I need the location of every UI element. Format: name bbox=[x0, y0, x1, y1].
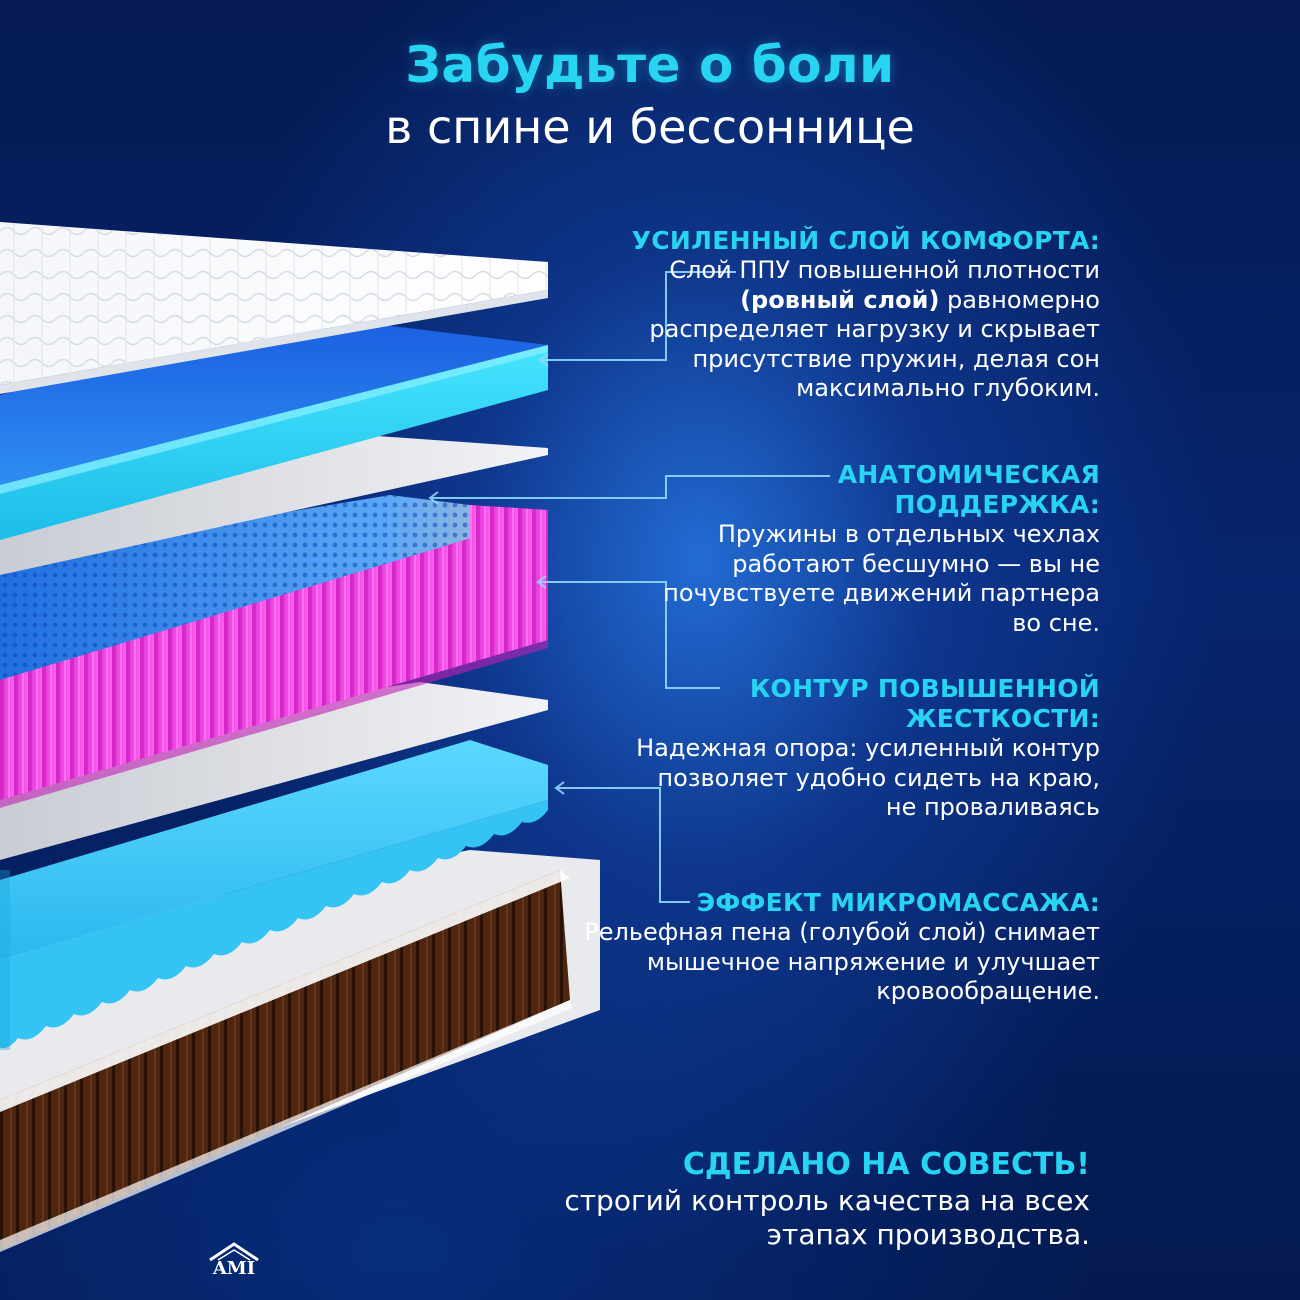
feature-micromassage: ЭФФЕКТ МИКРОМАССАЖА: Рельефная пена (гол… bbox=[580, 888, 1100, 1007]
feature-description: Рельефная пена (голубой слой) снимает мы… bbox=[584, 918, 1100, 1005]
top-cover-layer bbox=[0, 222, 548, 394]
page-title: Забудьте о боли bbox=[405, 36, 895, 94]
house-roof-icon bbox=[209, 1242, 259, 1262]
mattress-layers-illustration bbox=[0, 222, 600, 1252]
logo-text: AMI bbox=[212, 1258, 256, 1279]
page-subtitle: в спине и бессоннице bbox=[385, 100, 915, 154]
feature-text-bold: (ровный слой) bbox=[740, 285, 940, 314]
quality-text: строгий контроль качества на всех этапах… bbox=[564, 1184, 1090, 1251]
comfort-foam-layer bbox=[0, 315, 548, 540]
feature-comfort-layer: УСИЛЕННЫЙ СЛОЙ КОМФОРТА: Слой ППУ повыше… bbox=[580, 226, 1100, 404]
massage-foam-layer bbox=[0, 740, 548, 1050]
feature-title: УСИЛЕННЫЙ СЛОЙ КОМФОРТА: bbox=[631, 226, 1100, 255]
feature-description: Пружины в отдельных чехлах работают бесш… bbox=[663, 520, 1100, 637]
feature-text-part: Слой ППУ повышенной плотности bbox=[669, 256, 1100, 284]
feature-text-part: равномерно распределяет нагрузку и скрыв… bbox=[649, 285, 1100, 403]
feature-title: КОНТУР ПОВЫШЕННОЙ ЖЕСТКОСТИ: bbox=[749, 674, 1100, 733]
quality-title: СДЕЛАНО НА СОВЕСТЬ! bbox=[682, 1147, 1090, 1182]
feature-description: Слой ППУ повышенной плотности (ровный сл… bbox=[580, 256, 1100, 404]
feature-title: ЭФФЕКТ МИКРОМАССАЖА: bbox=[696, 888, 1100, 917]
feature-description: Надежная опора: усиленный контур позволя… bbox=[636, 734, 1100, 821]
feature-reinforced-edge: КОНТУР ПОВЫШЕННОЙ ЖЕСТКОСТИ: Надежная оп… bbox=[630, 674, 1100, 823]
quality-statement: СДЕЛАНО НА СОВЕСТЬ! строгий контроль кач… bbox=[530, 1146, 1090, 1252]
feature-anatomic-support: АНАТОМИЧЕСКАЯ ПОДДЕРЖКА: Пружины в отдел… bbox=[630, 460, 1100, 638]
feature-title: АНАТОМИЧЕСКАЯ ПОДДЕРЖКА: bbox=[837, 460, 1100, 519]
separator-sheet-upper bbox=[0, 432, 548, 575]
brand-logo: AMI bbox=[204, 1240, 264, 1284]
